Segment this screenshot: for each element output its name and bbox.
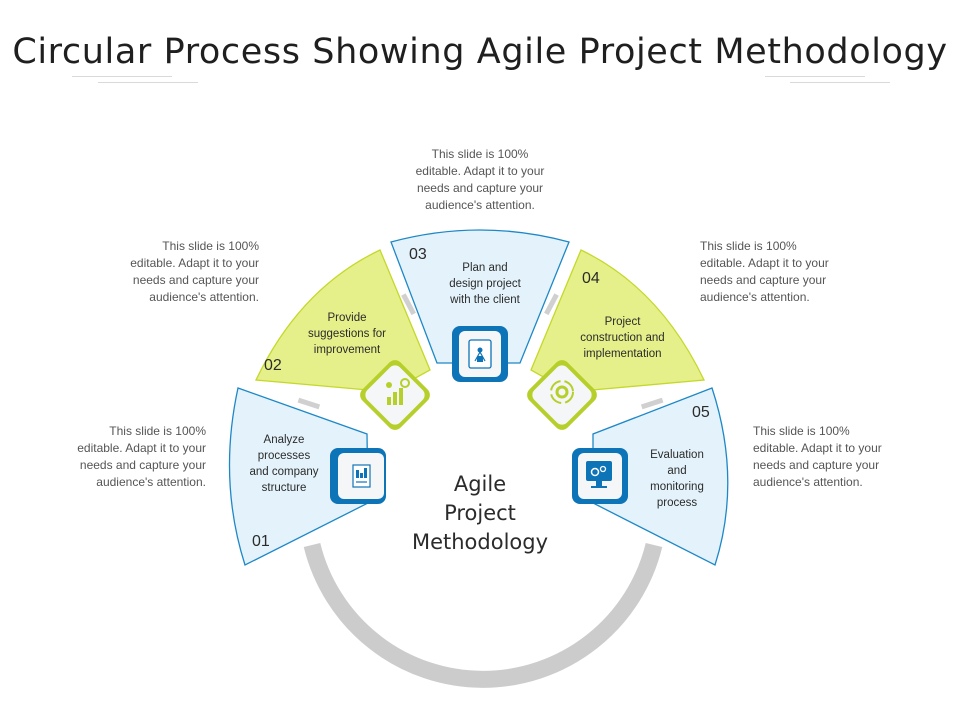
stage-05-number: 05: [692, 404, 710, 421]
title-rule-right-2: [790, 82, 890, 83]
segment-03: [390, 229, 570, 364]
page-title: Circular Process Showing Agile Project M…: [12, 32, 948, 72]
connector-2: [401, 293, 416, 316]
stage-03-description: This slide is 100%editable. Adapt it to …: [415, 147, 545, 212]
stage-03-number: 03: [409, 246, 427, 263]
report-chart-icon: [330, 448, 386, 504]
stage-01-description: This slide is 100%editable. Adapt it to …: [77, 424, 206, 489]
segment-02: [255, 249, 431, 393]
title-rule-left: [72, 76, 172, 77]
stage-05-description: This slide is 100%editable. Adapt it to …: [753, 424, 882, 489]
segment-01: [228, 387, 369, 566]
stage-02-number: 02: [264, 357, 282, 374]
monitor-gears-icon: [572, 448, 628, 504]
title-rule-right: [765, 76, 865, 77]
connector-4: [640, 397, 664, 410]
connector-3: [544, 293, 559, 316]
cycle-gear-icon: [527, 360, 597, 430]
stage-02-description: This slide is 100%editable. Adapt it to …: [130, 239, 259, 304]
segment-05: [592, 387, 729, 566]
stage-04-description: This slide is 100%editable. Adapt it to …: [700, 239, 829, 304]
title-rule-left-2: [98, 82, 198, 83]
stage-04-number: 04: [582, 270, 600, 287]
bottom-ring-arc: [303, 542, 663, 688]
center-title: Agile Project Methodology: [411, 472, 549, 554]
project-plan-icon: [452, 326, 508, 382]
segment-04: [530, 249, 705, 393]
growth-gear-icon: [360, 360, 430, 430]
stage-01-number: 01: [252, 533, 270, 550]
connector-1: [297, 397, 321, 410]
